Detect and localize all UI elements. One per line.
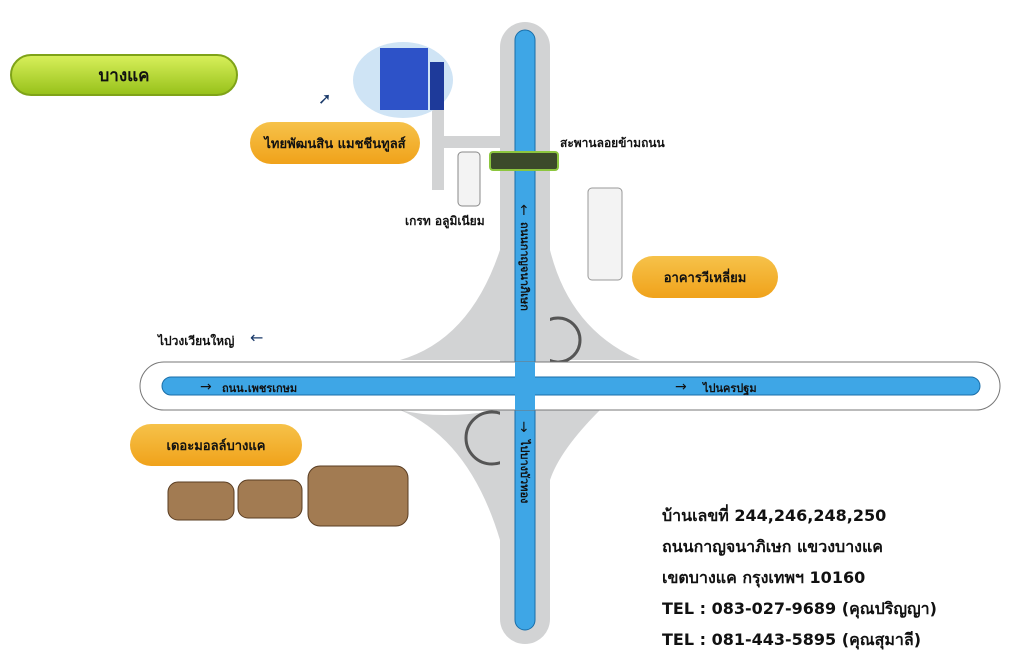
svg-text:➚: ➚ [318,89,331,108]
label-to-bangbuathong: ไปบางบัวทอง [518,440,531,504]
arrow-left-icon: ← [250,328,263,347]
svg-text:→: → [675,379,687,395]
address-line: บ้านเลขที่ 244,246,248,250 [662,506,887,525]
address-line: เขตบางแค กรุงเทพฯ 10160 [662,568,866,587]
arrow-up-icon: ↑ [518,203,530,219]
area-title: บางแค [10,54,238,96]
label-to-wongwianyai: ไปวงเวียนใหญ่ [158,334,235,348]
ramp-se [550,410,600,480]
skywalk-bridge [489,151,559,171]
ramp-nw [400,250,500,360]
label-thai-pattanasin: ไทยพัฒนสิน แมชชีนทูลส์ [250,122,420,164]
address-line: ถนนกาญจนาภิเษก แขวงบางแค [662,537,883,556]
label-v-building: อาคารวีเหลี่ยม [632,256,778,298]
ramp-sw [400,410,500,540]
label-phetkasem: ถนน.เพชรเกษม [222,382,298,395]
label-great-aluminium: เกรท อลูมิเนียม [405,214,485,228]
the-mall-buildings [167,465,409,527]
phone-line: TEL : 083-027-9689 (คุณปริญญา) [662,599,937,618]
label-the-mall: เดอะมอลล์บางแค [130,424,302,466]
svg-text:→: → [200,379,212,395]
address-block: บ้านเลขที่ 244,246,248,250 ถนนกาญจนาภิเษ… [662,500,937,655]
label-to-nakhonpathom: ไปนครปฐม [703,382,757,395]
phone-line: TEL : 081-443-5895 (คุณสุมาลี) [662,630,922,649]
v-building [587,187,623,281]
arrow-down-icon: ↓ [518,420,530,436]
label-skywalk: สะพานลอยข้ามถนน [560,136,665,150]
label-kanchanaphisek: ถนนกาญจนาภิเษก [518,222,531,311]
great-aluminium-building [457,151,481,207]
ramp-ne [550,250,640,360]
